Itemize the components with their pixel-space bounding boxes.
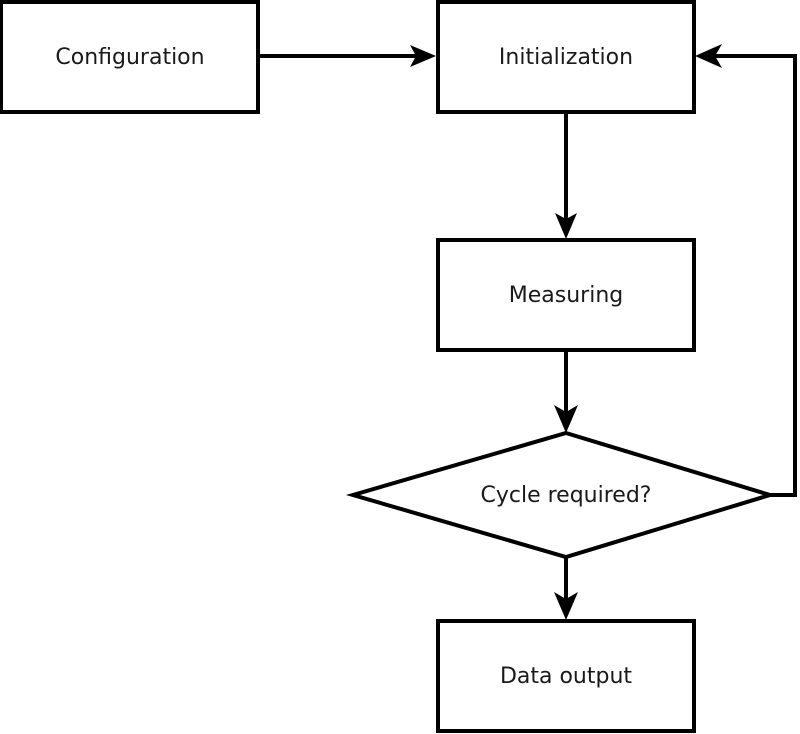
configuration-box[interactable] bbox=[0, 0, 260, 114]
initialization-box[interactable] bbox=[436, 0, 696, 114]
configuration-label: Configuration bbox=[55, 45, 204, 70]
arrowhead-right-icon bbox=[410, 45, 436, 67]
node-data-output[interactable]: Data output bbox=[436, 619, 696, 733]
arrowhead-down-icon bbox=[554, 405, 578, 433]
node-measuring[interactable]: Measuring bbox=[436, 238, 696, 352]
node-initialization[interactable]: Initialization bbox=[436, 0, 696, 114]
node-cycle-required[interactable]: Cycle required? bbox=[345, 430, 777, 560]
edge-cycle-required-to-initialization-feedback bbox=[695, 44, 797, 497]
arrowhead-left-icon bbox=[695, 44, 722, 68]
edge-initialization-to-measuring bbox=[555, 112, 577, 239]
arrowhead-down-icon bbox=[554, 592, 578, 620]
cycle-required-label: Cycle required? bbox=[481, 483, 652, 508]
data-output-label: Data output bbox=[500, 664, 632, 689]
measuring-label: Measuring bbox=[509, 283, 623, 308]
edge-measuring-to-cycle-required bbox=[554, 350, 578, 433]
data-output-box[interactable] bbox=[436, 619, 696, 733]
measuring-box[interactable] bbox=[436, 238, 696, 352]
edge-cycle-required-to-data-output bbox=[554, 557, 578, 620]
edge-configuration-to-initialization bbox=[258, 45, 436, 67]
arrowhead-down-icon bbox=[555, 213, 577, 239]
node-configuration[interactable]: Configuration bbox=[0, 0, 260, 114]
cycle-required-diamond[interactable] bbox=[345, 430, 777, 560]
initialization-label: Initialization bbox=[499, 45, 633, 70]
